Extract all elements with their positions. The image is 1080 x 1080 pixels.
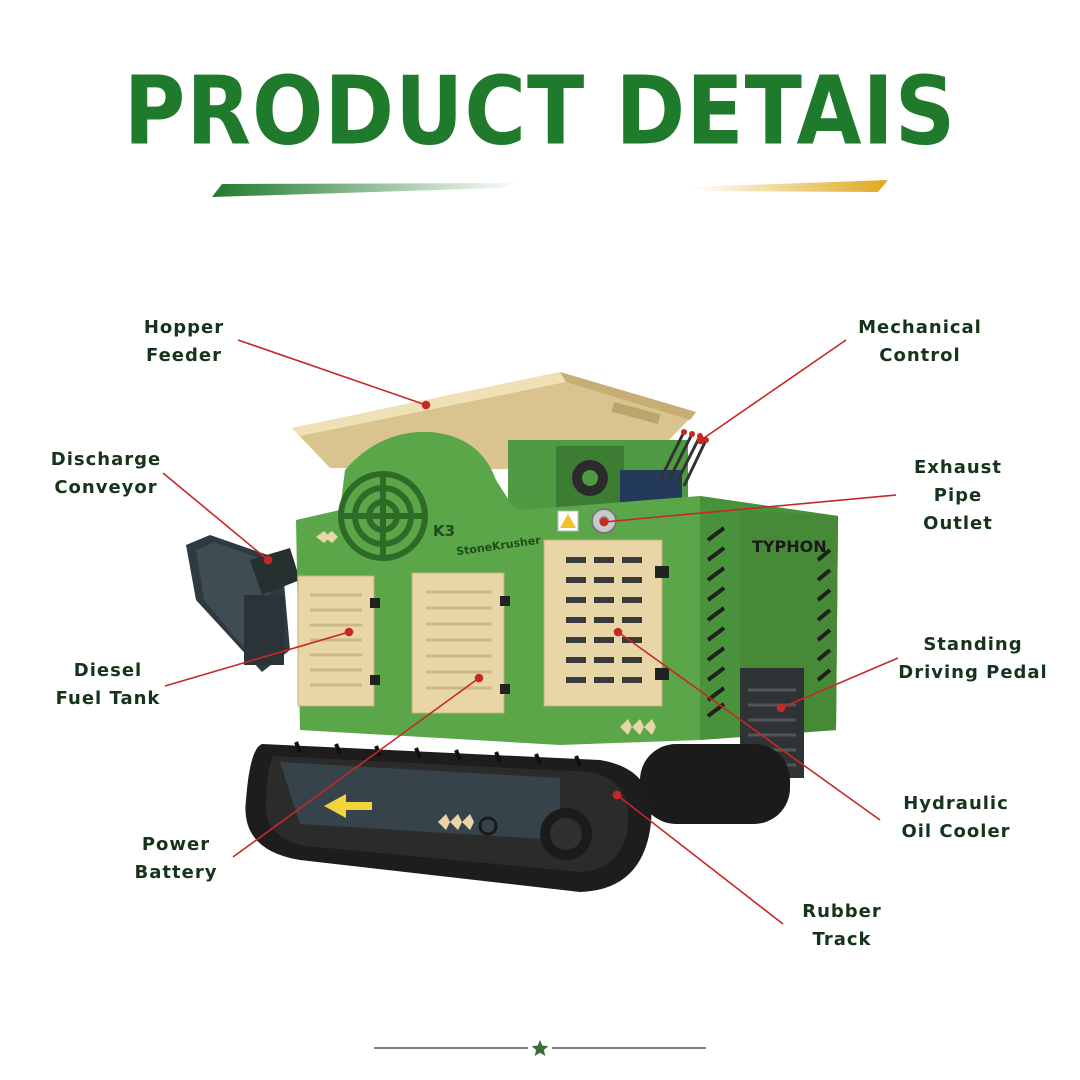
label-rubber-track: Rubber Track — [802, 901, 882, 950]
model-badge: K3 — [433, 522, 455, 540]
label-hopper-feeder: Hopper Feeder — [143, 317, 225, 366]
control-levers — [658, 431, 708, 487]
flywheel-grille — [338, 471, 428, 561]
label-standing-driving-pedal: Standing Driving Pedal — [898, 634, 1048, 683]
discharge-conveyor — [186, 535, 300, 672]
label-exhaust-pipe-outlet: Exhaust Pipe Outlet — [914, 457, 1002, 534]
page-title: PRODUCT DETAIS — [123, 56, 957, 166]
rubber-track — [245, 741, 790, 892]
label-discharge-conveyor: Discharge Conveyor — [50, 449, 162, 498]
label-diesel-fuel-tank: Diesel Fuel Tank — [55, 660, 161, 709]
machine-name-text: TYPHON — [752, 537, 827, 556]
label-mechanical-control: Mechanical Control — [858, 317, 982, 366]
label-power-battery: Power Battery — [134, 834, 218, 883]
label-hydraulic-oil-cooler: Hydraulic Oil Cooler — [901, 793, 1011, 842]
